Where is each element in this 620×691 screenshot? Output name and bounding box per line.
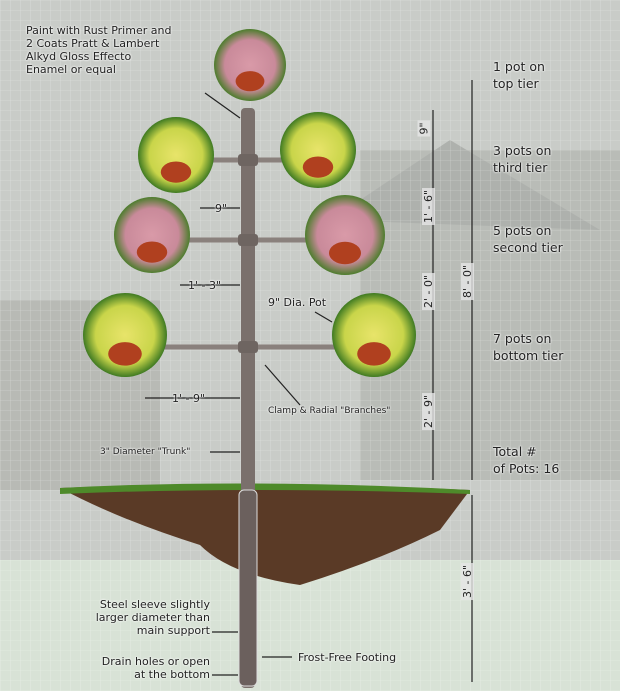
tier-line: 1 pot on — [493, 59, 545, 74]
footing-label: Frost-Free Footing — [298, 651, 397, 664]
tier-note-top: 1 pot on top tier — [493, 58, 545, 92]
tier-line: third tier — [493, 160, 548, 175]
pot — [108, 342, 142, 366]
flower-basket — [305, 195, 385, 275]
paint-note-line: Enamel or equal — [26, 63, 116, 76]
span-1-9-label: 1' - 9" — [172, 392, 206, 405]
flower-basket — [83, 293, 167, 377]
drain-note-line: at the bottom — [134, 668, 210, 681]
dim-2-9: 2' - 9" — [422, 392, 436, 431]
dim-total-8-0: 8' - 0" — [461, 262, 475, 301]
tier-line: 3 pots on — [493, 143, 552, 158]
pot — [136, 241, 168, 263]
span-9-label: 9" — [215, 202, 228, 215]
tier-line: Total # — [493, 444, 537, 459]
pot — [357, 342, 391, 366]
tier-note-third: 3 pots on third tier — [493, 142, 551, 176]
dim-9: 9" — [417, 120, 431, 137]
drain-note: Drain holes or open at the bottom — [72, 655, 210, 681]
sleeve-note: Steel sleeve slightly larger diameter th… — [82, 598, 210, 637]
pot — [329, 241, 361, 265]
sleeve-note-line: Steel sleeve slightly — [99, 598, 210, 611]
flower-basket — [280, 112, 356, 188]
clamp-label: Clamp & Radial "Branches" — [268, 406, 391, 416]
tier-line: 5 pots on — [493, 223, 552, 238]
paint-note: Paint with Rust Primer and 2 Coats Pratt… — [26, 24, 171, 76]
paint-note-line: Paint with Rust Primer and — [26, 24, 172, 37]
pot — [302, 156, 334, 178]
flower-basket — [138, 117, 214, 193]
dim-2-0: 2' - 0" — [422, 272, 436, 311]
tier-line: bottom tier — [493, 348, 564, 363]
dim-below-3-6: 3' - 6" — [461, 562, 475, 601]
tier-line: 7 pots on — [493, 331, 552, 346]
tier-line: of Pots: 16 — [493, 461, 560, 476]
tier-note-second: 5 pots on second tier — [493, 222, 563, 256]
trunk-label: 3" Diameter "Trunk" — [100, 447, 191, 457]
paint-note-line: Alkyd Gloss Effecto — [26, 50, 132, 63]
sleeve-note-line: main support — [136, 624, 210, 637]
pot — [160, 161, 192, 183]
span-1-3-label: 1' - 3" — [188, 279, 222, 292]
paint-note-line: 2 Coats Pratt & Lambert — [26, 37, 160, 50]
flower-basket — [114, 197, 190, 273]
sleeve-note-line: larger diameter than — [95, 611, 210, 624]
drain-note-line: Drain holes or open — [101, 655, 210, 668]
flower-basket — [214, 29, 286, 101]
sleeve — [238, 489, 258, 687]
pot — [235, 71, 265, 92]
total-pots-note: Total # of Pots: 16 — [493, 443, 559, 477]
tier-line: top tier — [493, 76, 539, 91]
flower-basket — [332, 293, 416, 377]
dim-1-6: 1' - 6" — [422, 187, 436, 226]
grass — [60, 483, 470, 494]
soil — [60, 484, 470, 585]
pot-diameter-label: 9" Dia. Pot — [268, 296, 327, 309]
tier-line: second tier — [493, 240, 563, 255]
tier-note-bottom: 7 pots on bottom tier — [493, 330, 563, 364]
